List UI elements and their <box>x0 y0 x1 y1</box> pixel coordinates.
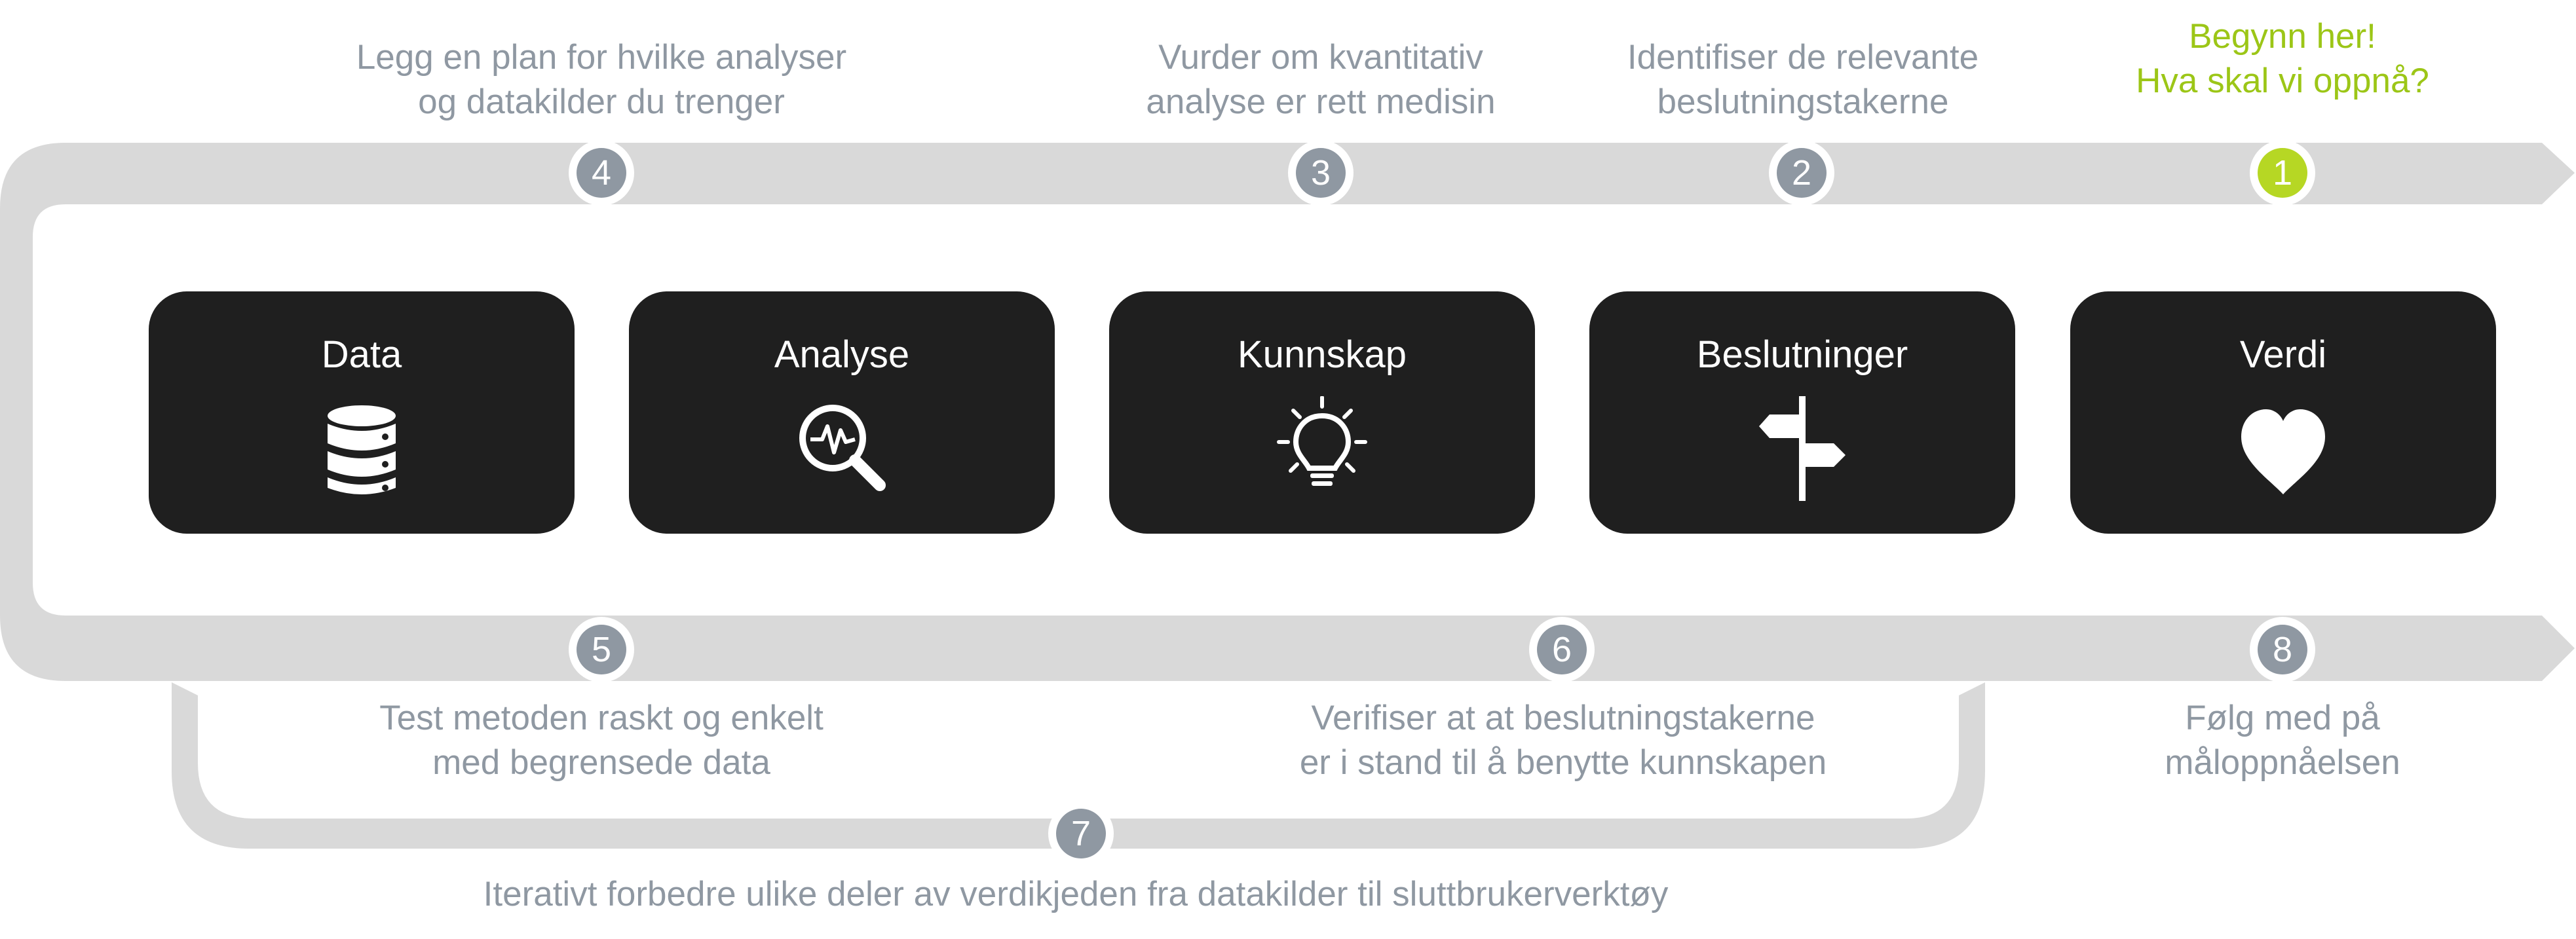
box-kunnskap: Kunnskap <box>1109 291 1535 534</box>
step-4-line-1: Legg en plan for hvilke analyser <box>356 38 847 77</box>
step-number-3: 3 <box>1296 148 1346 198</box>
step-badge-8: 8 <box>2250 617 2315 682</box>
step-6-line-2: er i stand til å benytte kunnskapen <box>1299 743 1827 782</box>
step-number-8: 8 <box>2258 625 2307 674</box>
box-analyse-title: Analyse <box>774 333 910 376</box>
lightbulb-icon <box>1277 396 1367 486</box>
box-analyse: Analyse <box>629 291 1055 534</box>
box-verdi: Verdi <box>2070 291 2496 534</box>
step-badge-4: 4 <box>569 140 634 206</box>
step-7-line-1: Iterativt forbedre ulike deler av verdik… <box>483 875 1669 913</box>
step-5-line-2: med begrensede data <box>432 743 770 782</box>
step-6-line-1: Verifiser at at beslutningstakerne <box>1311 699 1815 737</box>
step-3-label: Vurder om kvantitativ analyse er rett me… <box>1146 35 1495 124</box>
start-line-2: Hva skal vi oppnå? <box>2136 62 2429 100</box>
step-badge-5: 5 <box>569 617 634 682</box>
step-8-label: Følg med på måloppnåelsen <box>2165 696 2400 785</box>
main-track <box>0 143 2576 681</box>
step-8-line-2: måloppnåelsen <box>2165 743 2400 782</box>
step-4-label: Legg en plan for hvilke analyser og data… <box>356 35 846 124</box>
step-badge-7: 7 <box>1048 801 1114 866</box>
step-badge-3: 3 <box>1288 140 1354 206</box>
magnifier-analytics-icon <box>799 405 886 491</box>
step-5-label: Test metoden raskt og enkelt med begrens… <box>379 696 824 785</box>
heart-icon <box>2241 409 2325 494</box>
step-7-label: Iterativt forbedre ulike deler av verdik… <box>483 872 1669 917</box>
step-3-line-2: analyse er rett medisin <box>1146 83 1496 121</box>
iteration-track <box>172 682 1985 849</box>
box-beslutninger-title: Beslutninger <box>1696 333 1908 376</box>
step-2-line-1: Identifiser de relevante <box>1627 38 1979 77</box>
box-data: Data <box>149 291 575 534</box>
step-badge-2: 2 <box>1769 140 1834 206</box>
step-5-line-1: Test metoden raskt og enkelt <box>379 699 824 737</box>
step-number-6: 6 <box>1537 625 1587 674</box>
step-4-line-2: og datakilder du trenger <box>418 83 785 121</box>
step-number-2: 2 <box>1777 148 1827 198</box>
database-icon <box>328 405 396 494</box>
step-badge-6: 6 <box>1529 617 1595 682</box>
step-number-4: 4 <box>577 148 626 198</box>
box-verdi-title: Verdi <box>2239 333 2327 376</box>
start-line-1: Begynn her! <box>2189 17 2376 56</box>
step-2-line-2: beslutningstakerne <box>1657 83 1949 121</box>
step-8-line-1: Følg med på <box>2185 699 2380 737</box>
signpost-icon <box>1759 396 1846 501</box>
box-data-title: Data <box>321 333 402 376</box>
step-number-1: 1 <box>2258 148 2307 198</box>
step-3-line-1: Vurder om kvantitativ <box>1158 38 1483 77</box>
step-number-7: 7 <box>1056 809 1106 858</box>
box-kunnskap-title: Kunnskap <box>1238 333 1407 376</box>
step-badge-1: 1 <box>2250 140 2315 206</box>
step-number-5: 5 <box>577 625 626 674</box>
step-6-label: Verifiser at at beslutningstakerne er i … <box>1300 696 1827 785</box>
start-label: Begynn her! Hva skal vi oppnå? <box>2136 14 2429 103</box>
step-2-label: Identifiser de relevante beslutningstake… <box>1627 35 1979 124</box>
box-beslutninger: Beslutninger <box>1589 291 2015 534</box>
